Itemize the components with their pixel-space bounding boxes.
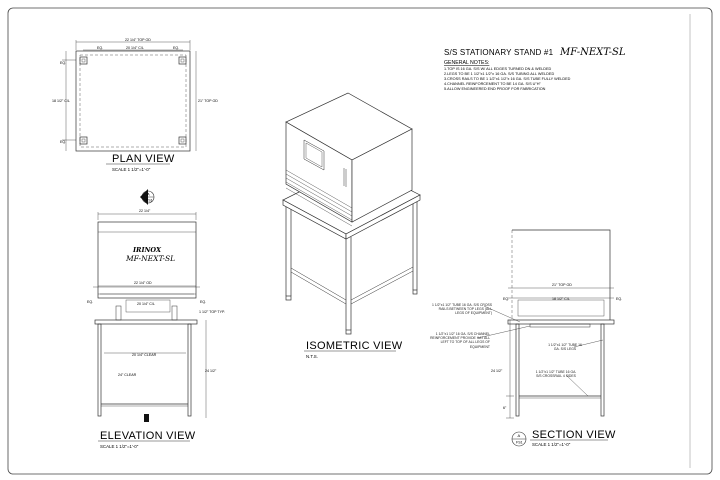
sheet-title-prefix: S/S STATIONARY STAND #1 [444, 48, 554, 57]
plan-view-scale: SCALE 1 1/2"=1'-0" [112, 167, 151, 172]
section-view-marker-sheet: FS1 [516, 441, 523, 445]
elevation-dim-thickness: 1 1/2" TOP TYP. [199, 310, 225, 314]
general-note-2: 2.LEGS TO BE 1 1/2"x1 1/2"x 16 GA. S/S T… [444, 72, 554, 76]
section-view-marker [511, 431, 527, 447]
elevation-dim-bottom: 24" CLEAR [118, 373, 137, 377]
elevation-dim-top-cl: 20 1/4" C/L [137, 302, 155, 306]
section-callout-4-box: 1 1/2"x1 1/2" TUBE 16 GA. S/S CROSSRAIL … [535, 370, 577, 379]
section-dim-top-od: 21" TOP OD [552, 283, 572, 287]
section-view-drawing [477, 229, 615, 419]
section-callout-2-box: 1 1/2"x1 1/2" 16 GA. S/S CHANNEL REINFOR… [430, 332, 490, 349]
isometric-view-scale: N.T.S. [306, 354, 318, 359]
plan-dim-right: 21" TOP OD [198, 99, 218, 103]
elevation-floor-marker [144, 414, 149, 422]
elevation-dim-top-od: 22 1/4" OD [134, 281, 152, 285]
section-view-title: SECTION VIEW [532, 429, 616, 441]
section-marker [140, 189, 155, 205]
plan-dim-top-inner: 20 1/4" C/L [126, 46, 144, 50]
section-marker-sheet: FS1 [146, 199, 153, 203]
section-view-marker-letter: A [518, 433, 521, 438]
general-note-1: 1.TOP IS 16 GA. S/S W/ ALL EDGES TURNED … [444, 67, 552, 71]
plan-eq-left: EQ. [97, 46, 103, 50]
plan-dim-top: 22 1/4" TOP OD [125, 38, 151, 42]
section-callout-3-box: 1 1/2"x1 1/2" TUBE 16 GA. S/S LEGS [548, 343, 582, 352]
general-note-5: 5.ALLOW ENGINEERED END PROOF FOR FABRICA… [444, 87, 546, 91]
section-view-scale: SCALE 1 1/2"=1'-0" [532, 442, 571, 447]
elevation-view-scale: SCALE 1 1/2"=1'-0" [100, 444, 139, 449]
general-notes-heading: GENERAL NOTES: [444, 60, 489, 66]
elevation-eq-left: EQ. [87, 300, 93, 304]
plan-eq-top: EQ. [60, 61, 66, 65]
plan-dim-left: 18 1/2" C/L [52, 99, 70, 103]
section-eq-right: EQ. [616, 297, 622, 301]
isometric-view-drawing [282, 92, 421, 335]
plan-eq-right: EQ. [173, 46, 179, 50]
elevation-model: MF-NEXT-SL [125, 254, 175, 263]
elevation-view-title: ELEVATION VIEW [100, 430, 196, 442]
section-dim-top-cl: 18 1/2" C/L [552, 297, 570, 301]
section-callout-1-box: 1 1/2"x1 1/2" TUBE 16 GA. S/S CROSS RAIL… [432, 303, 492, 316]
sheet-title-model: MF-NEXT-SL [559, 47, 626, 58]
general-note-4: 4.CHANNEL REINFORCEMENT TO BE 14 GA. S/S… [444, 82, 542, 86]
plan-eq-bottom: EQ. [60, 140, 66, 144]
plan-view-title: PLAN VIEW [112, 153, 175, 165]
elevation-dim-clear: 20 1/4" CLEAR [132, 353, 157, 357]
section-callout-4: 1 1/2"x1 1/2" TUBE 16 GA. S/S CROSSRAIL … [535, 370, 577, 379]
general-note-3: 3.CROSS RAILS TO BE 1 1/2"x1 1/2"x 16 GA… [444, 77, 571, 81]
section-dim-foot: 6" [503, 406, 507, 410]
section-callout-1: 1 1/2"x1 1/2" TUBE 16 GA. S/S CROSS RAIL… [432, 303, 492, 316]
section-eq-left: EQ. [503, 297, 509, 301]
elevation-dim-height: 24 1/2" [205, 369, 217, 373]
plan-view-drawing [62, 40, 197, 152]
elevation-brand: IRINOX [132, 246, 162, 254]
section-marker-letter: A [147, 192, 150, 197]
elevation-dim-equipment: 22 1/4" [139, 209, 151, 213]
elevation-view-drawing [93, 212, 207, 418]
section-dim-height: 24 1/2" [491, 369, 503, 373]
isometric-view-title: ISOMETRIC VIEW [306, 340, 403, 352]
elevation-eq-right: EQ. [200, 300, 206, 304]
section-callout-3: 1 1/2"x1 1/2" TUBE 16 GA. S/S LEGS [548, 343, 582, 352]
sheet-border [7, 7, 713, 475]
section-callout-2: 1 1/2"x1 1/2" 16 GA. S/S CHANNEL REINFOR… [430, 332, 490, 349]
